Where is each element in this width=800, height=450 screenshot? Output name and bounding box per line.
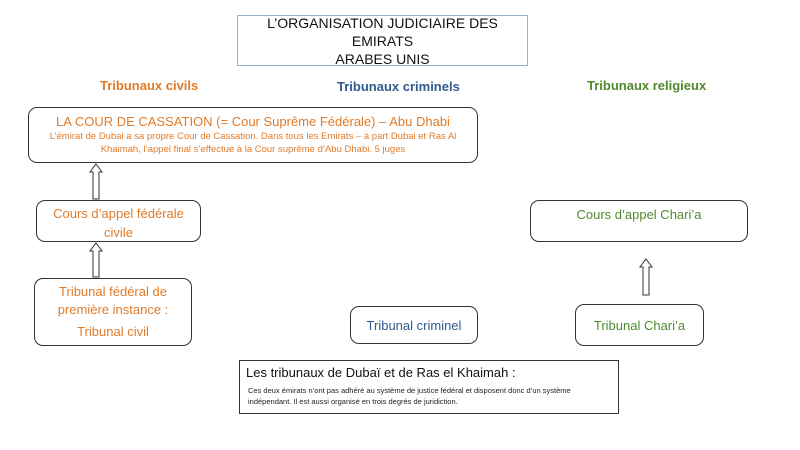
cassation-court-box: LA COUR DE CASSATION (= Cour Suprême Féd…: [28, 107, 478, 163]
note-body: Ces deux émirats n’ont pas adhéré au sys…: [248, 386, 571, 406]
sharia-appeal-label: Cours d’appel Chari’a: [576, 207, 702, 222]
first-instance-line-2: première instance :: [57, 302, 169, 317]
note-heading: Les tribunaux de Dubaï et de Ras el Khai…: [246, 365, 516, 380]
civil-appeal-line-2: civile: [104, 225, 133, 240]
title-line-2: ARABES UNIS: [335, 50, 430, 67]
federal-first-instance-box: Tribunal fédéral de première instance : …: [34, 278, 192, 346]
cassation-heading: LA COUR DE CASSATION (= Cour Suprême Féd…: [56, 114, 450, 129]
sharia-appeal-court-box: Cours d’appel Chari’a: [530, 200, 748, 242]
first-instance-line-3: Tribunal civil: [77, 324, 149, 339]
dubai-ras-el-khaimah-note: Les tribunaux de Dubaï et de Ras el Khai…: [239, 360, 619, 414]
column-heading-civil: Tribunaux civils: [100, 78, 199, 93]
first-instance-line-1: Tribunal fédéral de: [59, 284, 167, 299]
cassation-description: L’émirat de Dubai a sa propre Cour de Ca…: [49, 131, 457, 155]
civil-appeal-line-1: Cours d’appel fédérale: [53, 206, 184, 221]
column-heading-criminal: Tribunaux criminels: [337, 79, 460, 94]
sharia-court-label: Tribunal Chari’a: [593, 317, 686, 333]
civil-appeal-court-box: Cours d’appel fédérale civile: [36, 200, 201, 242]
arrow-up-icon: [89, 242, 103, 278]
arrow-up-icon: [89, 163, 103, 200]
sharia-court-box: Tribunal Chari’a: [575, 304, 704, 346]
title-line-1: L’ORGANISATION JUDICIAIRE DES EMIRATS: [267, 14, 498, 49]
arrow-up-icon: [639, 258, 653, 296]
column-heading-religious: Tribunaux religieux: [587, 78, 707, 93]
diagram-title: L’ORGANISATION JUDICIAIRE DES EMIRATS AR…: [237, 14, 528, 67]
criminal-court-label: Tribunal criminel: [366, 317, 462, 333]
criminal-court-box: Tribunal criminel: [350, 306, 478, 344]
